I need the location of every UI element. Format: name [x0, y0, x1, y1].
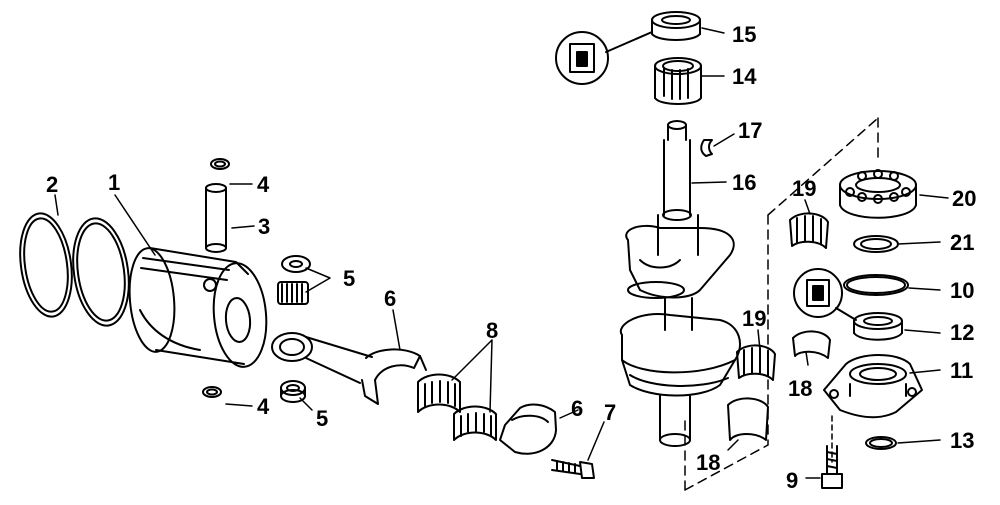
label-12: 12 — [950, 320, 974, 345]
piston-ring-part-2 — [19, 212, 130, 327]
callout-labels: 1 2 3 4 4 5 5 6 6 7 8 9 10 11 12 13 14 1… — [46, 22, 976, 493]
label-16: 16 — [732, 170, 756, 195]
label-5-bottom: 5 — [316, 406, 328, 431]
piston-pin-part-3 — [205, 183, 227, 253]
label-6-rod: 6 — [384, 286, 396, 311]
label-8: 8 — [486, 318, 498, 343]
bearing-race-part-18 — [727, 330, 831, 441]
retaining-ring-part-4 — [202, 158, 230, 398]
lower-seal-part-12 — [793, 268, 903, 341]
label-7: 7 — [604, 400, 616, 425]
label-6-cap: 6 — [571, 396, 583, 421]
o-ring-part-10 — [843, 274, 909, 296]
label-21: 21 — [950, 230, 974, 255]
lower-bearing-housing-part-11 — [823, 354, 923, 418]
key-part-17 — [700, 139, 713, 157]
label-2: 2 — [46, 172, 58, 197]
retaining-ring-part-21 — [853, 235, 899, 253]
label-17: 17 — [738, 118, 762, 143]
crankshaft-part-16 — [619, 120, 741, 447]
label-18-lower: 18 — [696, 450, 720, 475]
label-9: 9 — [786, 468, 798, 493]
assembly-outline — [684, 117, 879, 491]
label-18-upper: 18 — [788, 376, 812, 401]
seal-detail-callout — [555, 31, 653, 85]
label-10: 10 — [950, 278, 974, 303]
screw-part-9 — [821, 415, 843, 489]
upper-needle-bearing-part-14 — [654, 57, 702, 105]
label-1: 1 — [108, 170, 120, 195]
label-4-bottom: 4 — [257, 394, 270, 419]
connecting-rod-part-6 — [271, 332, 557, 455]
label-3: 3 — [258, 214, 270, 239]
main-bearing-cage-part-19 — [736, 212, 829, 381]
label-13: 13 — [950, 428, 974, 453]
label-14: 14 — [732, 64, 757, 89]
rod-bearing-cage-part-8 — [417, 373, 497, 441]
label-11: 11 — [950, 358, 973, 383]
rod-screw-part-7 — [551, 459, 595, 479]
label-15: 15 — [732, 22, 756, 47]
upper-seal-part-15 — [651, 11, 701, 41]
label-19-upper: 19 — [792, 176, 816, 201]
ball-bearing-part-20 — [839, 169, 917, 219]
label-20: 20 — [952, 186, 976, 211]
needle-bearing-part-5 — [277, 255, 311, 403]
label-4-top: 4 — [257, 172, 270, 197]
label-5-top: 5 — [343, 266, 355, 291]
leader-lines — [54, 27, 949, 479]
piston-part-1 — [128, 247, 268, 368]
label-19-lower: 19 — [742, 306, 766, 331]
o-ring-part-13 — [865, 436, 897, 450]
